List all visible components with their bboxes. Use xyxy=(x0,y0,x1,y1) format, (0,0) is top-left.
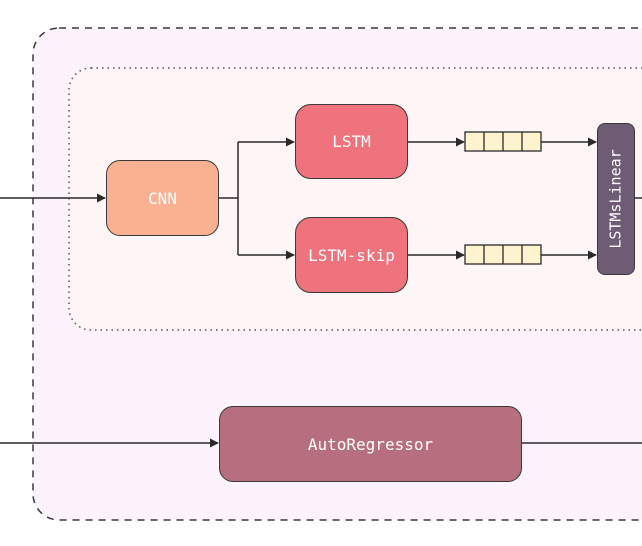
autoregressor-block: AutoRegressor xyxy=(219,406,522,482)
lstm-label: LSTM xyxy=(332,132,371,151)
lstm-skip-block: LSTM-skip xyxy=(295,217,408,293)
lstm-skip-output-buffer xyxy=(464,244,542,265)
lstm-skip-label: LSTM-skip xyxy=(308,245,395,265)
cnn-block: CNN xyxy=(106,160,219,236)
autoregressor-label: AutoRegressor xyxy=(307,434,434,454)
lstms-linear-block: LSTMsLinear xyxy=(597,123,635,275)
lstms-linear-label: LSTMsLinear xyxy=(607,149,625,249)
lstm-block: LSTM xyxy=(295,104,408,179)
lstm-output-buffer xyxy=(464,131,542,152)
cnn-label: CNN xyxy=(148,188,177,208)
